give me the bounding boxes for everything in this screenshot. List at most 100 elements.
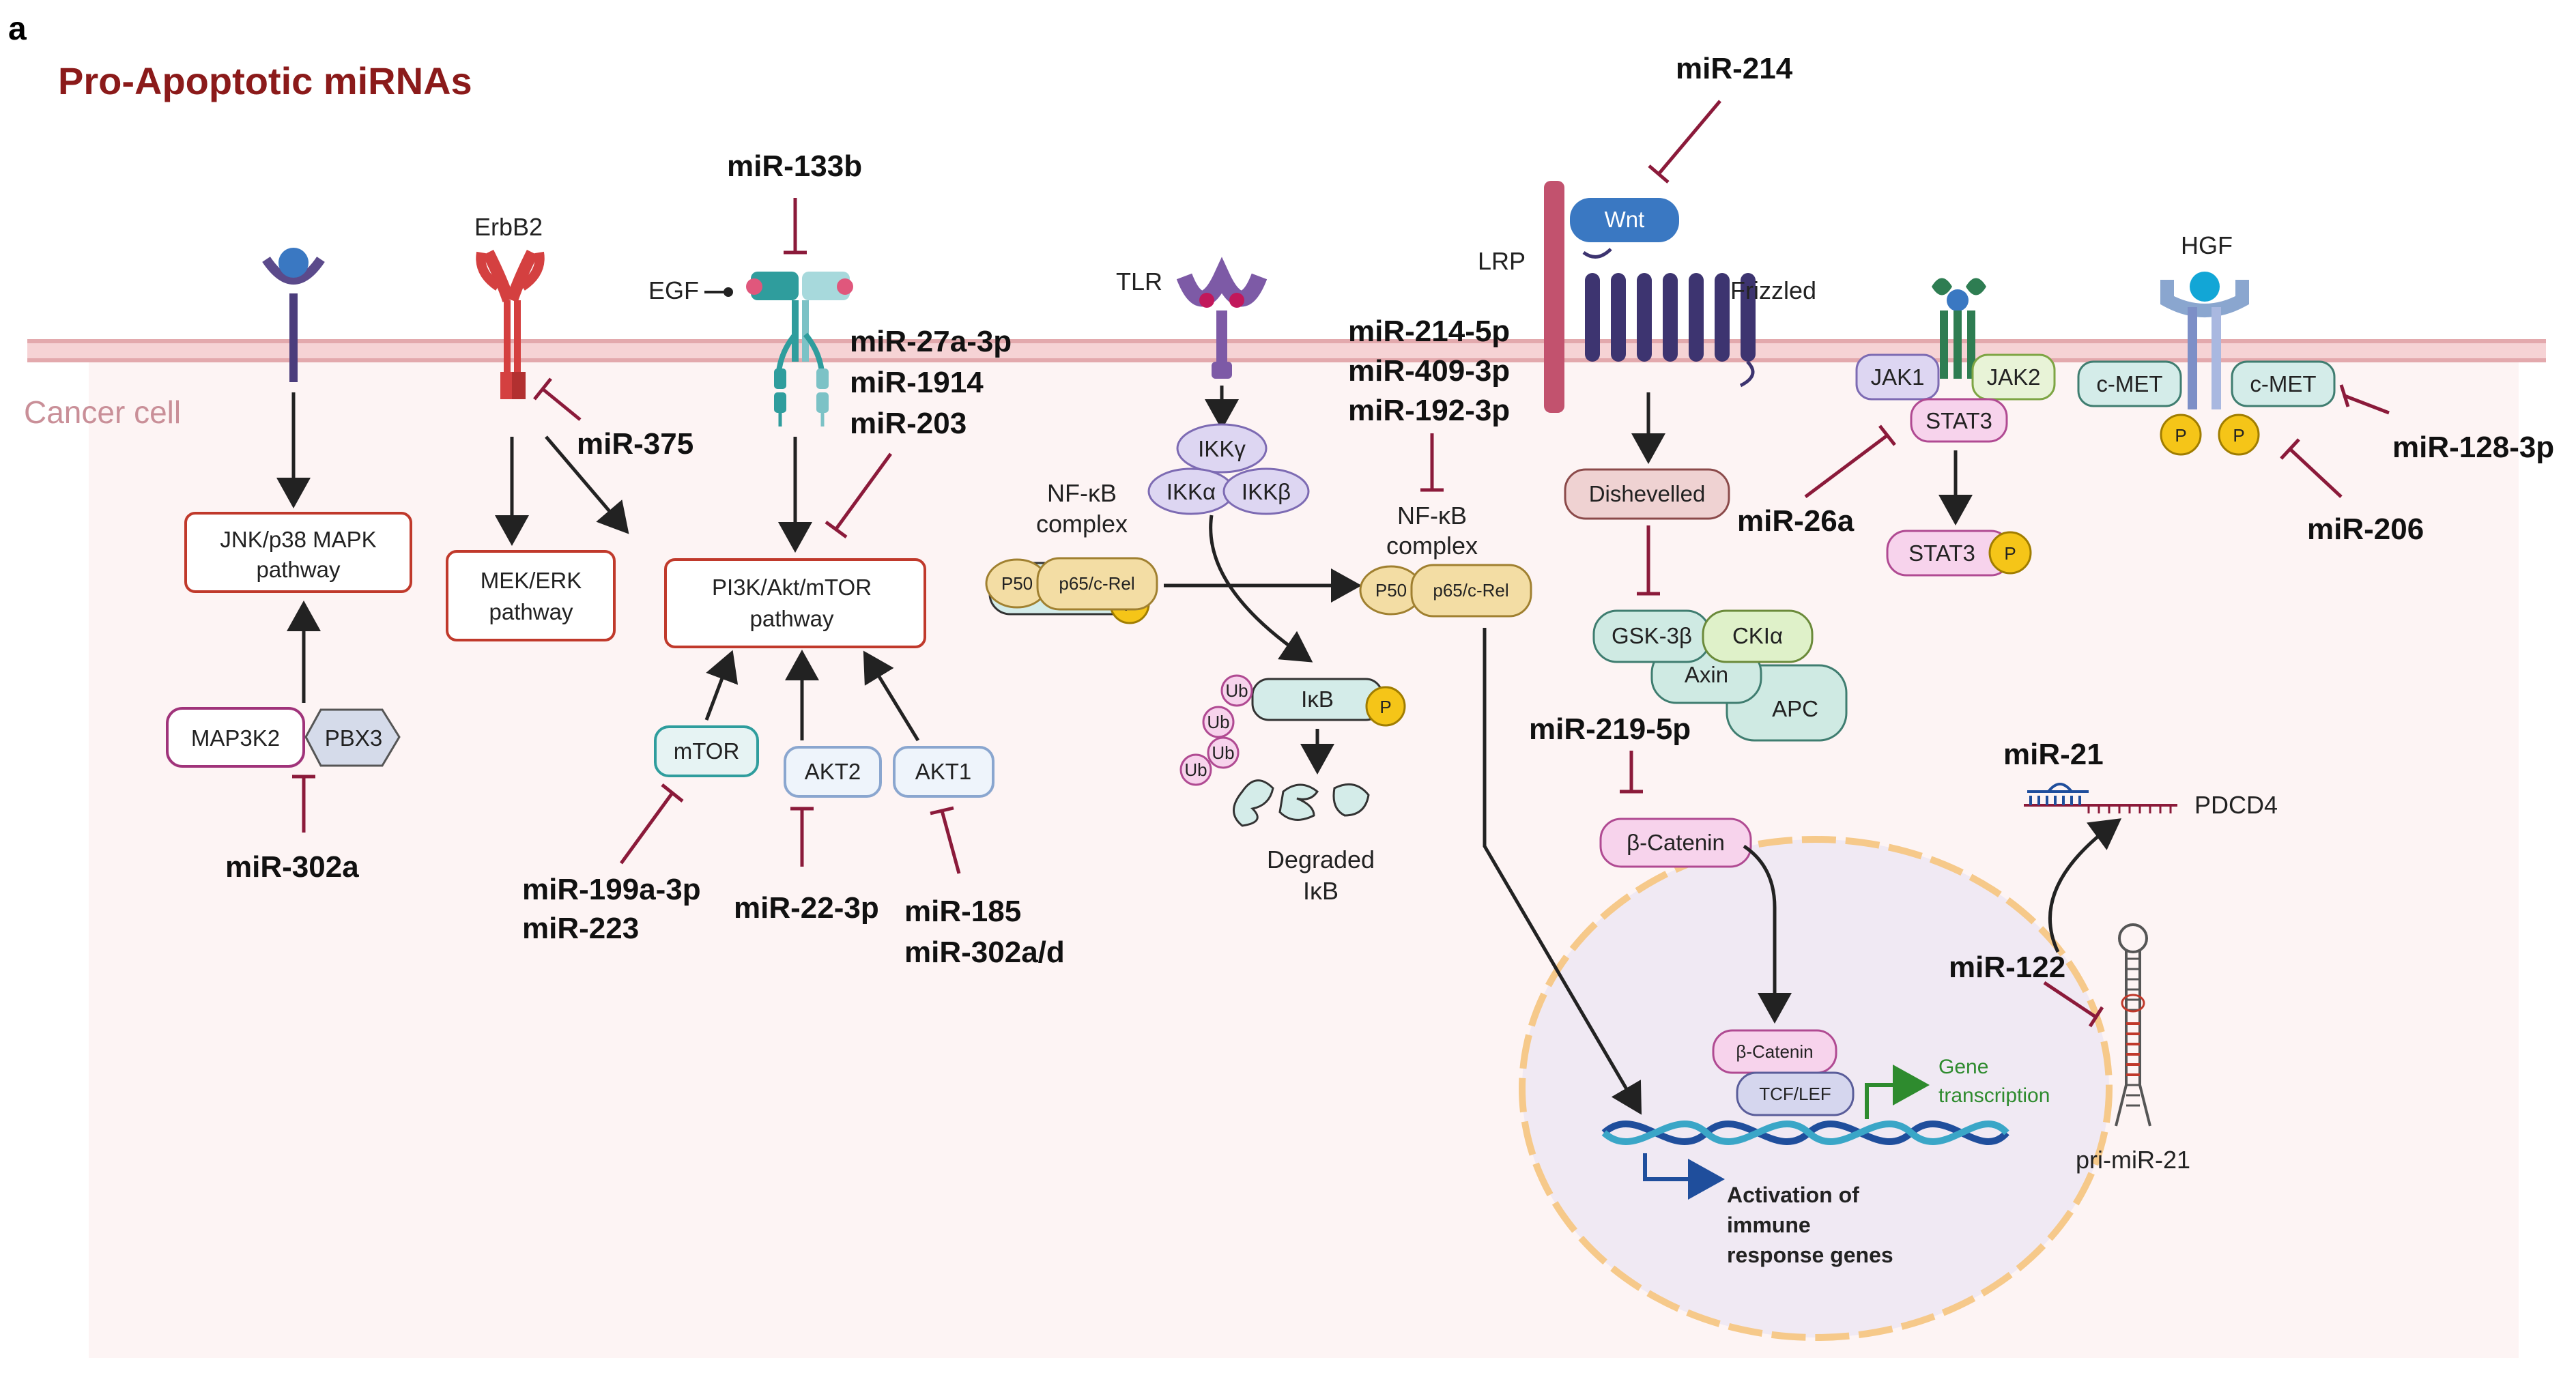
svg-text:Axin: Axin: [1685, 662, 1728, 687]
nfkb-complex-label-1b: complex: [1036, 510, 1128, 538]
mir375-label: miR-375: [577, 427, 693, 461]
svg-text:TCF/LEF: TCF/LEF: [1759, 1084, 1831, 1104]
mir206-label: miR-206: [2307, 512, 2424, 546]
svg-text:CKIα: CKIα: [1732, 623, 1783, 648]
cytokine-receptor: [1932, 278, 1986, 379]
svg-text:IKKβ: IKKβ: [1242, 479, 1291, 504]
svg-text:c-MET: c-MET: [2096, 371, 2162, 396]
erbb2-receptor: [476, 249, 545, 399]
mir22-label: miR-22-3p: [734, 891, 879, 925]
destruction-complex: APC Axin GSK-3β CKIα: [1592, 609, 1848, 742]
immune-genes-label-2: immune: [1727, 1213, 1811, 1237]
pri-mir21-label: pri-miR-21: [2076, 1146, 2190, 1174]
lrp-receptor: [1544, 181, 1564, 413]
stat3-phospho: STAT3 P: [1886, 530, 2032, 577]
mir199-label: miR-199a-3p: [522, 873, 701, 906]
ikb-phospho: IκB P: [1251, 678, 1406, 727]
wnt-ligand: Wnt: [1570, 198, 1679, 242]
dna-helix: [1601, 1121, 2009, 1145]
mir214-5p-label: miR-214-5p: [1348, 315, 1510, 348]
nfkb-complex-2: P50 p65/c-Rel: [1359, 564, 1532, 618]
egf-receptor: [746, 272, 853, 427]
tlr-label: TLR: [1116, 268, 1162, 295]
svg-text:Wnt: Wnt: [1605, 207, 1645, 232]
pri-mir21-hairpin: [2115, 923, 2151, 1127]
frizzled-label: Frizzled: [1730, 276, 1816, 304]
svg-text:Ub: Ub: [1207, 712, 1229, 732]
svg-text:PBX3: PBX3: [325, 725, 382, 751]
cmet-receptor: [2160, 272, 2249, 409]
tlr-receptor: [1176, 257, 1268, 379]
svg-text:pathway: pathway: [750, 606, 834, 631]
cmet-right: c-MET: [2231, 360, 2336, 407]
map3k2: MAP3K2: [166, 707, 305, 768]
lrp-label: LRP: [1478, 247, 1526, 275]
svg-text:PI3K/Akt/mTOR: PI3K/Akt/mTOR: [712, 575, 872, 600]
beta-catenin-cytoplasm: β-Catenin: [1599, 818, 1752, 868]
ubiquitin-chain: Ub Ub Ub Ub: [1179, 674, 1253, 786]
degraded-ikb-label: Degraded: [1267, 846, 1375, 873]
jak1: JAK1: [1855, 353, 1940, 401]
svg-text:P: P: [2175, 425, 2186, 446]
pbx3: PBX3: [304, 708, 401, 767]
mir27a-label: miR-27a-3p: [850, 325, 1012, 358]
mir21-label: miR-21: [2003, 738, 2104, 771]
svg-text:Ub: Ub: [1212, 742, 1234, 763]
svg-text:APC: APC: [1772, 696, 1818, 721]
svg-text:p65/c-Rel: p65/c-Rel: [1059, 573, 1134, 594]
svg-text:MEK/ERK: MEK/ERK: [481, 568, 582, 593]
nfkb-complex-label-2b: complex: [1386, 532, 1478, 560]
mir1914-label: miR-1914: [850, 366, 984, 399]
gene-transcription-label: Gene: [1938, 1056, 1988, 1078]
svg-text:JNK/p38 MAPK: JNK/p38 MAPK: [220, 527, 376, 552]
mek-pathway-box: MEK/ERK pathway: [446, 550, 616, 641]
akt2: AKT2: [784, 746, 882, 798]
nfkb-complex-label-2: NF-κB: [1397, 502, 1467, 530]
svg-text:IKKγ: IKKγ: [1198, 436, 1246, 461]
svg-text:IKKα: IKKα: [1167, 479, 1216, 504]
mtor: mTOR: [654, 725, 759, 777]
mir185-label: miR-185: [904, 895, 1021, 928]
svg-text:JAK1: JAK1: [1871, 364, 1925, 390]
svg-text:β-Catenin: β-Catenin: [1736, 1041, 1813, 1062]
nfkb-complex-label-1: NF-κB: [1047, 479, 1117, 507]
dishevelled: Dishevelled: [1564, 468, 1730, 520]
cancer-cell-label: Cancer cell: [24, 394, 181, 430]
generic-receptor: [262, 248, 325, 382]
mir26a-label: miR-26a: [1737, 504, 1855, 538]
mir223-label: miR-223: [522, 912, 639, 945]
mir409-label: miR-409-3p: [1348, 354, 1510, 388]
svg-text:AKT2: AKT2: [805, 759, 861, 784]
mir122-label: miR-122: [1949, 951, 2065, 984]
frizzled-receptor: [1582, 248, 1756, 388]
egf-label: EGF: [648, 276, 699, 304]
svg-text:AKT1: AKT1: [915, 759, 972, 784]
mir214-label: miR-214: [1676, 52, 1793, 85]
svg-text:pathway: pathway: [257, 557, 341, 582]
mir192-label: miR-192-3p: [1348, 394, 1510, 427]
mir302ad-label: miR-302a/d: [904, 936, 1065, 969]
degraded-ikb-fragments: [1233, 779, 1370, 827]
cytoplasm: [89, 362, 2519, 1358]
pi3k-pathway-box: PI3K/Akt/mTOR pathway: [664, 558, 926, 648]
gene-transcription-label-2: transcription: [1938, 1084, 2050, 1107]
immune-genes-label-3: response genes: [1727, 1243, 1893, 1267]
svg-text:IκB: IκB: [1301, 686, 1334, 712]
figure-title: Pro-Apoptotic miRNAs: [58, 59, 472, 102]
svg-text:STAT3: STAT3: [1908, 540, 1975, 566]
nfkb-complex-1: IκB P P50 p65/c-Rel: [985, 557, 1158, 624]
pdcd4-mrna: [2024, 783, 2177, 813]
svg-text:GSK-3β: GSK-3β: [1612, 623, 1692, 648]
erbb2-label: ErbB2: [474, 213, 543, 241]
degraded-ikb-label-2: IκB: [1303, 877, 1339, 905]
svg-text:MAP3K2: MAP3K2: [191, 725, 280, 751]
svg-text:p65/c-Rel: p65/c-Rel: [1433, 580, 1508, 601]
mir203-label: miR-203: [850, 407, 967, 440]
akt1: AKT1: [893, 746, 994, 798]
immune-genes-label: Activation of: [1727, 1183, 1859, 1207]
beta-catenin-nucleus: β-Catenin TCF/LEF: [1712, 1029, 1855, 1116]
svg-text:P: P: [1379, 697, 1391, 717]
stat3-membrane: STAT3: [1910, 398, 2008, 443]
mir128-label: miR-128-3p: [2392, 431, 2554, 464]
svg-text:Dishevelled: Dishevelled: [1589, 481, 1706, 506]
